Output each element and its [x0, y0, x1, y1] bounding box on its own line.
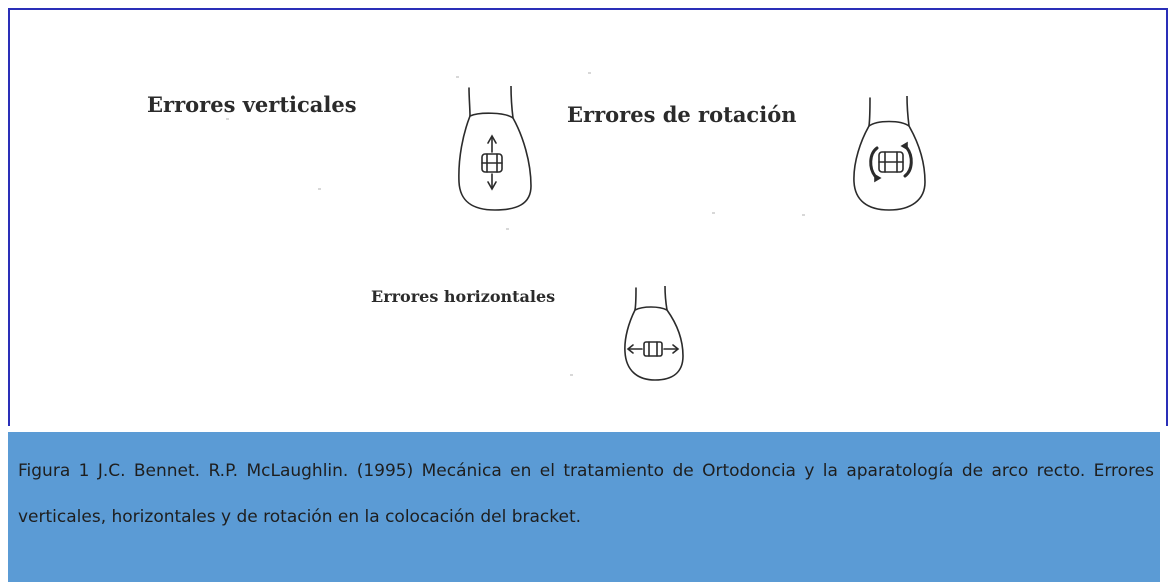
figure-frame: [8, 8, 1168, 426]
scan-speck: [712, 212, 715, 214]
scan-speck: [456, 76, 459, 78]
figure-caption-band: Figura 1 J.C. Bennet. R.P. McLaughlin. (…: [8, 432, 1160, 582]
figure-caption: Figura 1 J.C. Bennet. R.P. McLaughlin. (…: [18, 461, 1154, 527]
tooth-rotation-error-icon: [853, 96, 926, 211]
scan-speck: [588, 72, 591, 74]
label-horizontal-errors: Errores horizontales: [371, 287, 556, 306]
scan-speck: [802, 214, 805, 216]
tooth-horizontal-error-icon: [624, 286, 684, 381]
label-vertical-errors: Errores verticales: [147, 92, 357, 117]
label-rotation-errors: Errores de rotación: [567, 102, 797, 127]
scan-speck: [318, 188, 321, 190]
tooth-vertical-error-icon: [458, 86, 532, 211]
scan-speck: [570, 374, 573, 376]
scan-speck: [506, 228, 509, 230]
scan-speck: [226, 118, 229, 120]
